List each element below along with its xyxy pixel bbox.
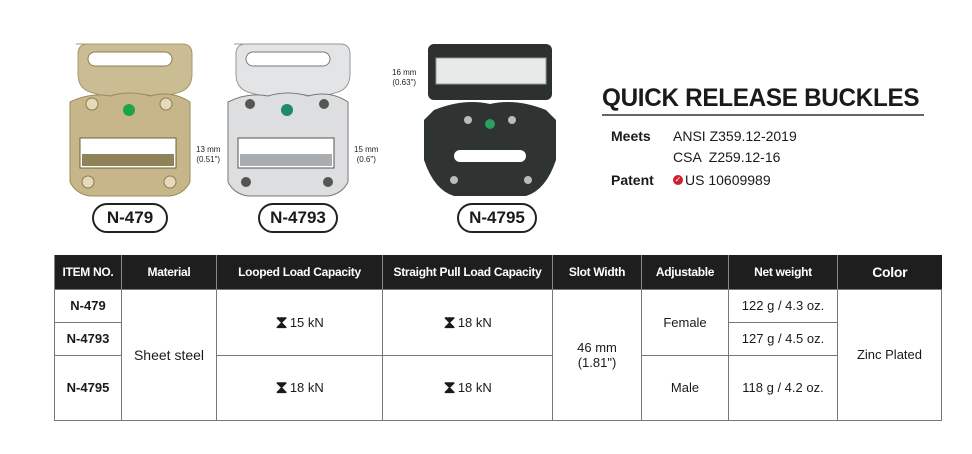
slot-dimension-n-4793: 15 mm(0.6")	[354, 145, 378, 165]
color-cell: Zinc Plated	[837, 288, 942, 421]
header-material: Material	[121, 255, 217, 289]
buckle-image-n-4795	[424, 44, 556, 196]
slot-width-cell: 46 mm(1.81")	[552, 288, 642, 421]
straight-pull-icon: ⧗	[443, 377, 456, 397]
header-looped-load: Looped Load Capacity	[216, 255, 383, 289]
spec-table: ITEM NO. Material Looped Load Capacity S…	[54, 255, 942, 421]
table-header-row: ITEM NO. Material Looped Load Capacity S…	[54, 255, 942, 289]
dimension-in: (0.6")	[356, 155, 376, 164]
dimension-in: (0.63")	[392, 78, 417, 87]
header-color: Color	[837, 255, 942, 289]
header-slot-width: Slot Width	[552, 255, 642, 289]
dimension-mm: 15 mm	[354, 145, 379, 154]
weight-cell: 118 g / 4.2 oz.	[728, 354, 838, 421]
item-no-cell: N-4793	[54, 321, 122, 356]
dimension-in: (0.51")	[196, 155, 221, 164]
model-label-n-4793: N-4793	[258, 203, 338, 233]
slot-dimension-n-4795: 16 mm(0.63")	[392, 68, 416, 88]
header-net-weight: Net weight	[728, 255, 838, 289]
straight-pull-value: 18 kN	[457, 380, 492, 395]
item-no-cell: N-4795	[54, 354, 122, 421]
dimension-mm: 13 mm	[196, 145, 221, 154]
model-label-n-479: N-479	[92, 203, 168, 233]
slot-dimension-n-479: 13 mm(0.51")	[196, 145, 220, 165]
meets-label: Meets	[611, 128, 651, 144]
adjustable-cell: Male	[641, 354, 729, 421]
straight-pull-icon: ⧗	[443, 311, 456, 332]
patent-check-icon: ✓	[673, 175, 683, 185]
table-row: N-479 Sheet steel ⧗15 kN ⧗18 kN 46 mm(1.…	[54, 288, 942, 421]
header-item-no: ITEM NO.	[54, 255, 122, 289]
meets-standard-csa: CSA Z259.12-16	[673, 149, 781, 165]
buckle-image-n-479	[69, 43, 193, 197]
patent-label: Patent	[611, 172, 654, 188]
straight-pull-value: 18 kN	[457, 314, 492, 330]
looped-load-icon: ⧗	[275, 311, 288, 332]
material-cell: Sheet steel	[121, 288, 217, 421]
slot-width-mm: 46 mm	[577, 339, 617, 355]
looped-load-cell: ⧗15 kN	[216, 288, 383, 356]
slot-width-in: (1.81")	[577, 354, 617, 370]
header-adjustable: Adjustable	[641, 255, 729, 289]
looped-load-value: 15 kN	[289, 314, 324, 330]
item-no-cell: N-479	[54, 288, 122, 323]
looped-load-icon: ⧗	[275, 377, 288, 397]
looped-load-cell: ⧗18 kN	[216, 354, 383, 421]
model-label-n-4795: N-4795	[457, 203, 537, 233]
dimension-mm: 16 mm	[392, 68, 417, 77]
header-straight-pull: Straight Pull Load Capacity	[382, 255, 553, 289]
meets-standard-ansi: ANSI Z359.12-2019	[673, 128, 797, 144]
table-row: N-4795 ⧗18 kN ⧗18 kN Male 118 g / 4.2 oz…	[54, 354, 942, 421]
page-title: QUICK RELEASE BUCKLES	[602, 84, 920, 112]
looped-load-value: 18 kN	[289, 380, 324, 395]
buckle-image-n-4793	[227, 43, 351, 197]
adjustable-cell: Female	[641, 288, 729, 356]
patent-number: US 10609989	[685, 172, 771, 188]
straight-pull-cell: ⧗18 kN	[382, 354, 553, 421]
title-divider	[602, 114, 924, 116]
weight-cell: 122 g / 4.3 oz.	[728, 288, 838, 323]
straight-pull-cell: ⧗18 kN	[382, 288, 553, 356]
weight-cell: 127 g / 4.5 oz.	[728, 321, 838, 356]
